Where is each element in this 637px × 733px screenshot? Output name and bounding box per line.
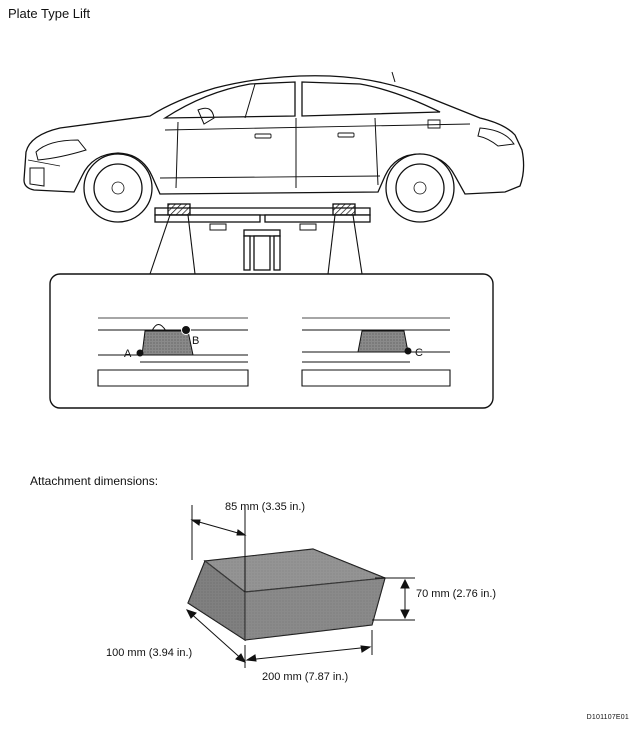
attachment-rear — [332, 203, 356, 216]
point-c-label: C — [415, 347, 423, 359]
attachment-front — [167, 203, 191, 216]
detail-callout: A B C — [49, 273, 494, 409]
point-c-marker — [404, 347, 412, 355]
plate-lift — [149, 203, 371, 275]
dimension-depth-label: 100 mm (3.94 in.) — [106, 647, 192, 659]
dimension-height-label: 70 mm (2.76 in.) — [416, 588, 496, 600]
figure-code: D101107E01 — [586, 714, 629, 721]
attachment-block — [187, 548, 386, 642]
point-a-label: A — [124, 348, 132, 360]
point-b-label: B — [192, 335, 199, 347]
attachment-right-view — [357, 330, 409, 353]
dimension-length-label: 200 mm (7.87 in.) — [262, 671, 348, 683]
attachment-heading: Attachment dimensions: — [30, 474, 159, 488]
point-a-marker — [136, 349, 144, 357]
point-b-marker — [181, 325, 191, 335]
dimension-lines — [186, 505, 415, 668]
page-title: Plate Type Lift — [8, 6, 91, 21]
attachment-left-view — [141, 330, 194, 356]
car-illustration — [23, 71, 525, 223]
dimension-width-label: 85 mm (3.35 in.) — [225, 501, 305, 513]
